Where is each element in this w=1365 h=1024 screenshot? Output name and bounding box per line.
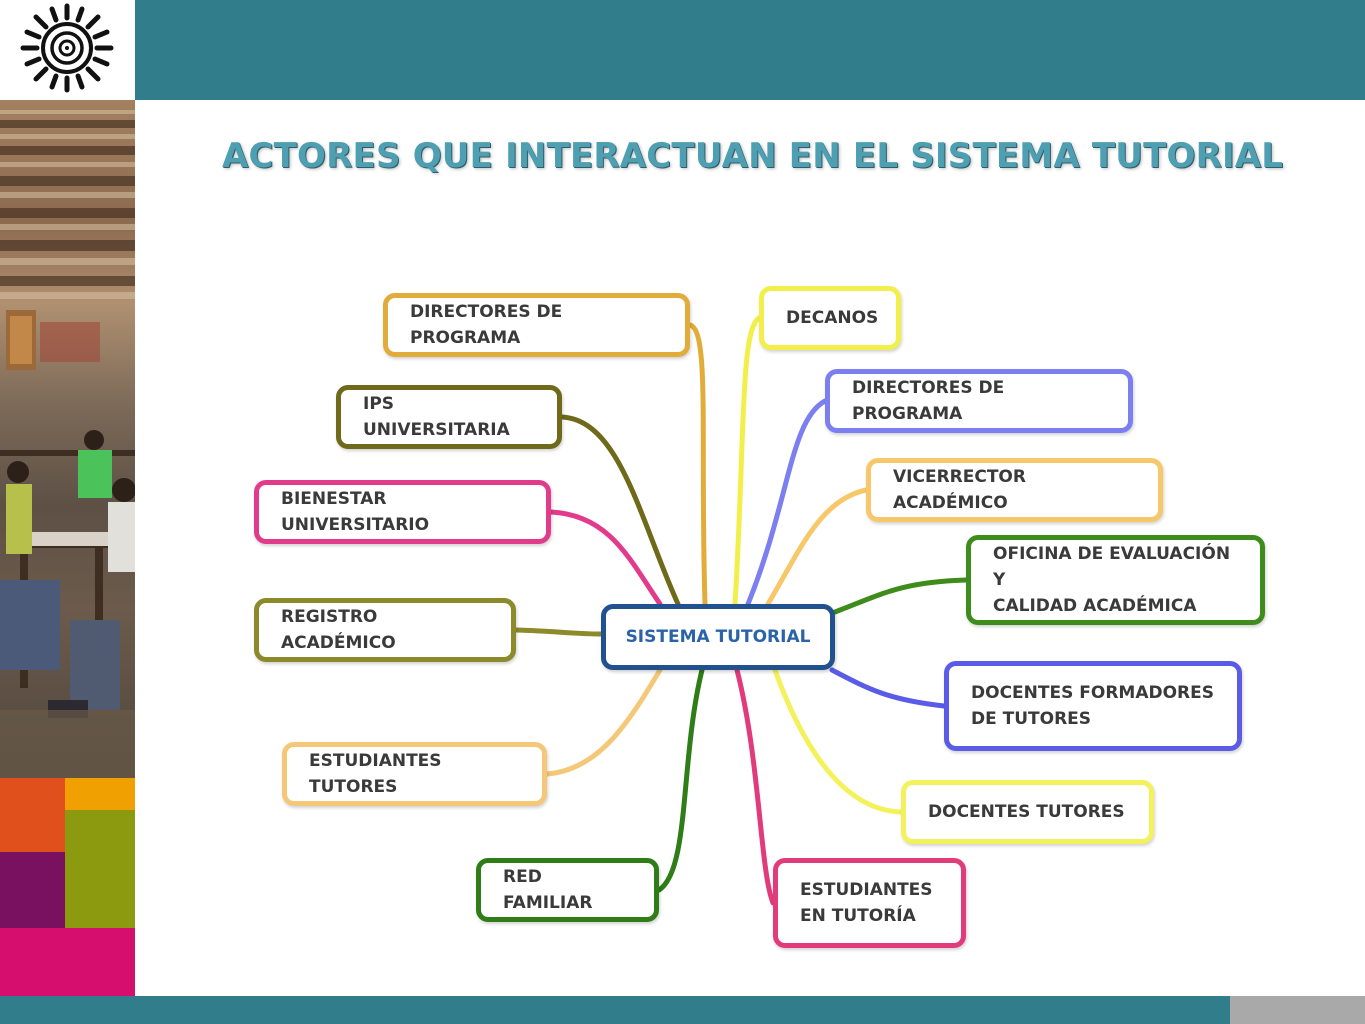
color-blocks (0, 778, 135, 996)
node-docentes-tutores: DOCENTES TUTORES (901, 780, 1154, 844)
node-vicerrector-academico: VICERRECTOR ACADÉMICO (866, 458, 1163, 522)
link-ips-universitaria (559, 414, 681, 607)
node-docentes-formadores: DOCENTES FORMADORES DE TUTORES (944, 661, 1242, 751)
link-docentes-tutores (772, 667, 904, 815)
node-decanos: DECANOS (759, 286, 901, 350)
link-estudiantes-tutores (544, 667, 663, 777)
node-label: IPS UNIVERSITARIA (363, 394, 510, 440)
footer-bar (0, 996, 1230, 1024)
node-directores-programa-left: DIRECTORES DE PROGRAMA (383, 293, 690, 357)
node-label: DECANOS (786, 308, 879, 328)
link-red-familiar (656, 667, 705, 893)
link-directores-programa-right (745, 398, 828, 607)
node-bienestar-universitario: BIENESTAR UNIVERSITARIO (254, 480, 551, 544)
link-oficina-evaluacion (832, 577, 969, 615)
node-oficina-evaluacion: OFICINA DE EVALUACIÓN Y CALIDAD ACADÉMIC… (966, 535, 1265, 625)
link-bienestar-universitario (548, 509, 663, 607)
node-label: BIENESTAR UNIVERSITARIO (281, 489, 430, 535)
link-docentes-formadores (829, 667, 947, 709)
node-directores-programa-right: DIRECTORES DE PROGRAMA (825, 369, 1133, 433)
node-label: OFICINA DE EVALUACIÓN Y CALIDAD ACADÉMIC… (993, 544, 1231, 616)
photo-illustration (0, 110, 135, 778)
node-label: VICERRECTOR ACADÉMICO (893, 467, 1026, 513)
link-directores-programa-left (687, 322, 708, 607)
node-label: DOCENTES FORMADORES DE TUTORES (971, 683, 1214, 729)
node-red-familiar: RED FAMILIAR (476, 858, 659, 922)
header-bar (135, 0, 1365, 100)
link-vicerrector-academico (765, 487, 869, 607)
link-estudiantes-tutoria (734, 667, 776, 906)
node-label: DIRECTORES DE PROGRAMA (852, 378, 1005, 424)
node-estudiantes-tutoria: ESTUDIANTES EN TUTORÍA (773, 858, 966, 948)
node-label: DOCENTES TUTORES (928, 802, 1125, 822)
center-node: SISTEMA TUTORIAL (601, 604, 835, 670)
node-label: ESTUDIANTES EN TUTORÍA (800, 880, 933, 926)
decorative-color-blocks (0, 778, 135, 996)
node-label: RED FAMILIAR (503, 867, 593, 913)
node-ips-universitaria: IPS UNIVERSITARIA (336, 385, 562, 449)
node-label: REGISTRO ACADÉMICO (281, 607, 396, 653)
node-label: DIRECTORES DE PROGRAMA (410, 302, 563, 348)
sun-logo-icon (20, 3, 114, 93)
center-node-label: SISTEMA TUTORIAL (625, 627, 811, 647)
footer-gray-block (1230, 996, 1365, 1024)
node-label: ESTUDIANTES TUTORES (309, 751, 442, 797)
node-estudiantes-tutores: ESTUDIANTES TUTORES (282, 742, 547, 806)
students-library-photo (0, 100, 135, 778)
link-decanos (732, 315, 762, 607)
logo (0, 0, 135, 100)
link-registro-academico (513, 627, 604, 637)
page-title: ACTORES QUE INTERACTUAN EN EL SISTEMA TU… (222, 136, 1284, 176)
node-registro-academico: REGISTRO ACADÉMICO (254, 598, 516, 662)
